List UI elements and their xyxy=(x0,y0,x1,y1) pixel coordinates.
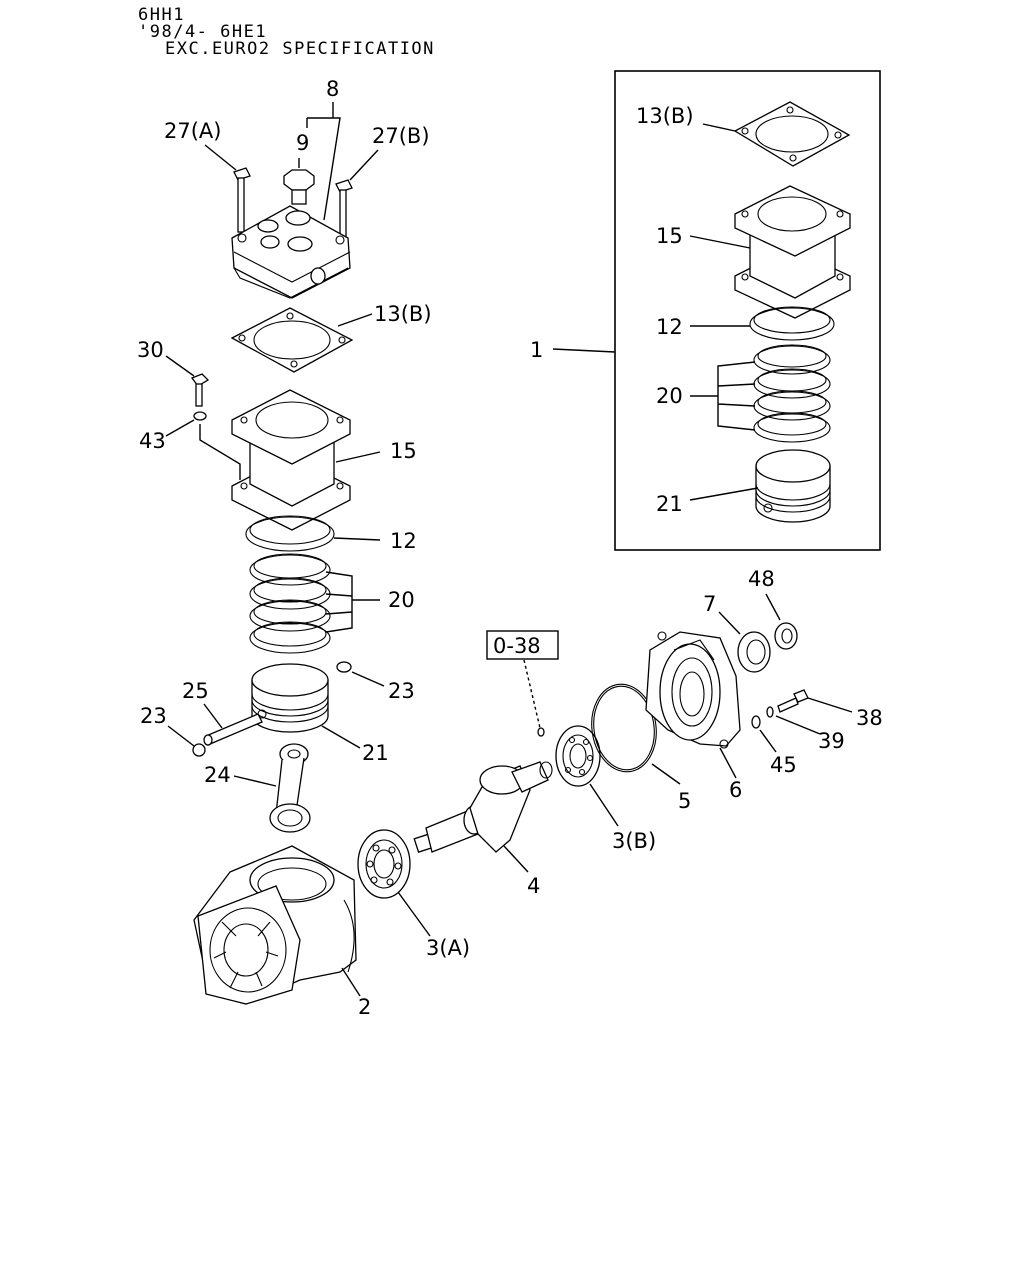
crankcase-2[interactable] xyxy=(193,845,357,1005)
callout-23-left[interactable]: 23 xyxy=(140,704,167,728)
callout-48[interactable]: 48 xyxy=(748,567,775,591)
callout-5[interactable]: 5 xyxy=(678,789,691,813)
callout-24[interactable]: 24 xyxy=(204,763,231,787)
callout-1[interactable]: 1 xyxy=(530,338,543,362)
valve-plug-9[interactable] xyxy=(283,169,315,205)
callout-25[interactable]: 25 xyxy=(182,679,209,703)
piston-rings-20[interactable] xyxy=(249,553,331,654)
bolt-38[interactable] xyxy=(777,689,809,713)
kit-cylinder-15[interactable] xyxy=(734,185,851,319)
callout-2[interactable]: 2 xyxy=(358,995,371,1019)
callout-20-main[interactable]: 20 xyxy=(388,588,415,612)
oring-5[interactable] xyxy=(586,680,662,776)
callout-45[interactable]: 45 xyxy=(770,753,797,777)
callout-38[interactable]: 38 xyxy=(856,706,883,730)
snap-ring-23-left[interactable] xyxy=(192,743,206,757)
header-date-line: '98/4- 6HE1 xyxy=(138,22,268,42)
bolt-27b[interactable] xyxy=(335,179,353,239)
callout-27a[interactable]: 27(A) xyxy=(164,119,221,143)
piston-21[interactable] xyxy=(251,663,329,733)
callout-23-right[interactable]: 23 xyxy=(388,679,415,703)
bolt-27a[interactable] xyxy=(233,167,251,233)
callout-15-kit[interactable]: 15 xyxy=(656,224,683,248)
kit-box xyxy=(614,70,881,551)
washer-43[interactable] xyxy=(193,411,207,421)
callout-3b[interactable]: 3(B) xyxy=(612,829,656,853)
callout-9[interactable]: 9 xyxy=(296,131,309,155)
cylinder-15[interactable] xyxy=(231,389,351,531)
header-spec-line: EXC.EURO2 SPECIFICATION xyxy=(165,39,435,59)
reference-box-0-38[interactable] xyxy=(486,630,559,660)
callout-13b-kit[interactable]: 13(B) xyxy=(636,104,694,128)
callout-30[interactable]: 30 xyxy=(137,338,164,362)
callout-43[interactable]: 43 xyxy=(139,429,166,453)
connecting-rod-24[interactable] xyxy=(269,743,311,833)
bearing-3a[interactable] xyxy=(357,829,411,899)
callout-4[interactable]: 4 xyxy=(527,874,540,898)
key-small[interactable] xyxy=(537,727,545,737)
seal-48[interactable] xyxy=(774,622,798,650)
callout-13b-main[interactable]: 13(B) xyxy=(374,302,432,326)
washer-39[interactable] xyxy=(766,706,774,718)
bearing-3b[interactable] xyxy=(555,725,601,787)
callout-20-kit[interactable]: 20 xyxy=(656,384,683,408)
bolt-30[interactable] xyxy=(190,373,210,407)
kit-oring-12[interactable] xyxy=(749,306,835,341)
washer-45[interactable] xyxy=(751,715,761,729)
gasket-13b[interactable] xyxy=(230,307,354,373)
reference-0-38[interactable]: 0-38 xyxy=(493,634,541,658)
callout-21-main[interactable]: 21 xyxy=(362,741,389,765)
callout-15-main[interactable]: 15 xyxy=(390,439,417,463)
callout-12-main[interactable]: 12 xyxy=(390,529,417,553)
callout-21-kit[interactable]: 21 xyxy=(656,492,683,516)
callout-6[interactable]: 6 xyxy=(729,778,742,802)
cylinder-head[interactable] xyxy=(231,205,351,299)
header-model-line: 6HH1 xyxy=(138,5,185,25)
callout-3a[interactable]: 3(A) xyxy=(426,936,470,960)
kit-piston-rings-20[interactable] xyxy=(753,344,831,443)
callout-39[interactable]: 39 xyxy=(818,729,845,753)
callout-12-kit[interactable]: 12 xyxy=(656,315,683,339)
snap-ring-23-right[interactable] xyxy=(336,661,352,673)
piston-pin-25[interactable] xyxy=(203,713,263,746)
oil-seal-7[interactable] xyxy=(737,631,771,673)
bearing-cover-6[interactable] xyxy=(645,631,741,749)
callout-7[interactable]: 7 xyxy=(703,592,716,616)
kit-gasket-13b[interactable] xyxy=(733,101,851,167)
kit-piston-21[interactable] xyxy=(755,449,831,523)
crankshaft-4[interactable] xyxy=(413,761,553,853)
oring-12[interactable] xyxy=(245,515,335,552)
callout-27b[interactable]: 27(B) xyxy=(372,124,430,148)
callout-8[interactable]: 8 xyxy=(326,77,339,101)
